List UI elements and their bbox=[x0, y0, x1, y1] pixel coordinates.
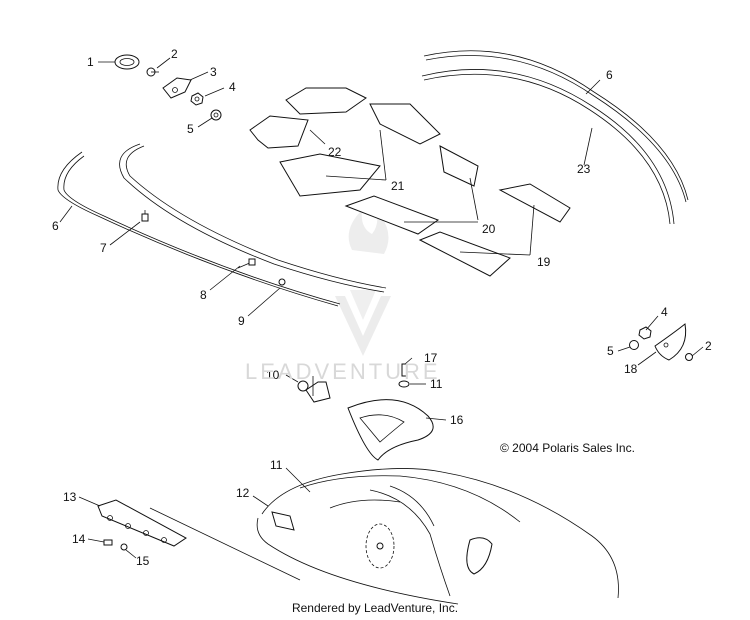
watermark-text: LEADVENTURE bbox=[245, 359, 441, 384]
nut-part-4-right bbox=[638, 326, 652, 340]
pin-part-7 bbox=[141, 210, 149, 222]
callout-2-top: 2 bbox=[171, 47, 178, 61]
callout-20: 20 bbox=[482, 222, 496, 236]
callout-11-center: 11 bbox=[430, 377, 443, 391]
rub-rail-strip bbox=[119, 143, 387, 293]
callout-3: 3 bbox=[210, 65, 217, 79]
copyright-notice: © 2004 Polaris Sales Inc. bbox=[500, 441, 635, 455]
emblem-part-1 bbox=[114, 54, 140, 70]
screw-part-14 bbox=[103, 539, 113, 546]
callout-4-right: 4 bbox=[661, 305, 668, 319]
callout-labels: 1 2 3 4 5 6 6 7 8 9 10 11 11 12 13 14 15… bbox=[52, 47, 712, 568]
nut-part-15 bbox=[120, 543, 128, 551]
callout-15: 15 bbox=[136, 554, 150, 568]
callout-11-hull: 11 bbox=[270, 458, 283, 472]
mount-part-10 bbox=[297, 376, 331, 403]
leadventure-logo-watermark bbox=[335, 210, 391, 356]
callout-19: 19 bbox=[537, 255, 551, 269]
callout-16: 16 bbox=[450, 413, 464, 427]
bracket-part-3 bbox=[162, 77, 192, 99]
callout-21: 21 bbox=[391, 179, 405, 193]
nut-part-4-top bbox=[190, 92, 204, 106]
callout-23: 23 bbox=[577, 162, 591, 176]
callout-18: 18 bbox=[624, 362, 638, 376]
trim-strip-part-6-left bbox=[57, 151, 341, 307]
screw-part-17 bbox=[401, 363, 408, 377]
callout-8: 8 bbox=[200, 288, 207, 302]
callout-22: 22 bbox=[328, 145, 342, 159]
screw-part-2-top bbox=[146, 67, 159, 77]
screw-part-2-right bbox=[685, 353, 693, 361]
decal-pads-19-22 bbox=[249, 87, 571, 277]
hull-body-parts-11-12 bbox=[256, 468, 619, 605]
callout-6-left: 6 bbox=[52, 219, 59, 233]
handle-part-16 bbox=[347, 399, 434, 461]
callout-4-top: 4 bbox=[229, 80, 236, 94]
callout-5-right: 5 bbox=[607, 344, 614, 358]
callout-5-top: 5 bbox=[187, 122, 194, 136]
trim-plate-part-13 bbox=[97, 499, 301, 581]
callout-2-right: 2 bbox=[705, 339, 712, 353]
fastener-part-9 bbox=[278, 278, 286, 286]
callout-12: 12 bbox=[236, 486, 250, 500]
callout-9: 9 bbox=[238, 314, 245, 328]
callout-10: 10 bbox=[266, 368, 280, 382]
footer-credit: Rendered by LeadVenture, Inc. bbox=[291, 601, 459, 615]
callout-13: 13 bbox=[63, 490, 77, 504]
washer-part-11-top bbox=[398, 380, 410, 388]
trim-strip-part-6-right bbox=[423, 50, 689, 203]
callout-leaders bbox=[59, 57, 704, 559]
washer-part-5-top bbox=[210, 109, 222, 121]
callout-7: 7 bbox=[100, 241, 107, 255]
bracket-part-18 bbox=[654, 323, 687, 361]
callout-14: 14 bbox=[72, 532, 86, 546]
washer-part-5-right bbox=[629, 340, 639, 350]
callout-1: 1 bbox=[87, 55, 94, 69]
rivet-part-8 bbox=[237, 258, 256, 269]
callout-6-right: 6 bbox=[606, 68, 613, 82]
callout-17: 17 bbox=[424, 351, 438, 365]
rub-rail-part-23 bbox=[421, 69, 675, 225]
